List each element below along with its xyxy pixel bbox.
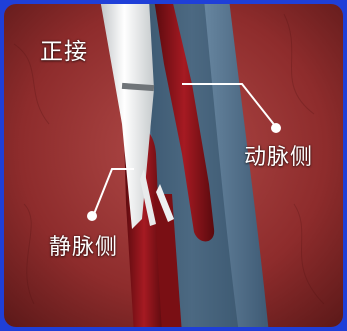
callout-dot-arterial — [271, 123, 281, 133]
catheter-ring — [121, 82, 155, 92]
callout-line-venous — [93, 168, 134, 215]
catheter-vessel-illustration — [4, 4, 343, 327]
venous-side-label: 静脉侧 — [49, 235, 119, 260]
catheter-body — [100, 4, 154, 229]
callout-line-arterial — [182, 83, 277, 128]
page-title: 正接 — [40, 39, 88, 65]
callout-dot-venous — [87, 211, 97, 221]
sheath-lower-2 — [154, 194, 182, 327]
tissue-texture — [13, 13, 325, 305]
sheath-outer — [154, 4, 215, 242]
medical-illustration-frame: 正接 动脉侧 静脉侧 — [4, 4, 343, 327]
arterial-side-label: 动脉侧 — [244, 145, 314, 170]
catheter-tip-split-2 — [156, 184, 174, 222]
catheter-tip-split — [140, 169, 156, 226]
